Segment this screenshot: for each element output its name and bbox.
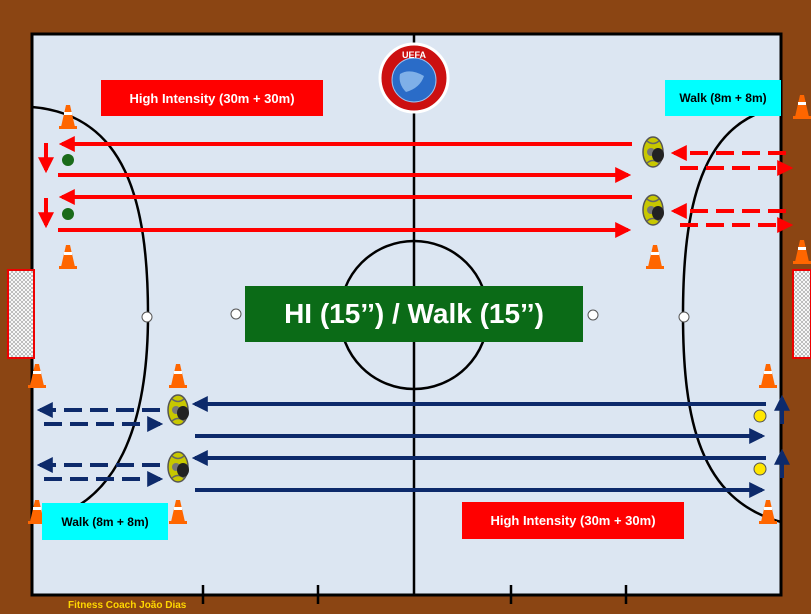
ball-left-2 (62, 208, 74, 220)
left-ten-metre-spot (231, 309, 241, 319)
right-penalty-spot (679, 312, 689, 322)
right-ten-metre-spot (588, 310, 598, 320)
center-interval-label: HI (15’’) / Walk (15’’) (245, 286, 583, 342)
credit-text: Fitness Coach João Dias (68, 600, 186, 611)
right-goal (793, 270, 811, 358)
high-intensity-bottom-label: High Intensity (30m + 30m) (462, 502, 684, 539)
high-intensity-top-label: High Intensity (30m + 30m) (101, 80, 323, 116)
ball-left-1 (62, 154, 74, 166)
uefa-logo-text: UEFA (402, 50, 427, 60)
ball-right-2 (754, 463, 766, 475)
uefa-logo: UEFA (380, 44, 448, 112)
ball-right-1 (754, 410, 766, 422)
left-goal (8, 270, 34, 358)
walk-bottom-label: Walk (8m + 8m) (42, 503, 168, 540)
left-penalty-spot (142, 312, 152, 322)
walk-top-label: Walk (8m + 8m) (665, 80, 781, 116)
